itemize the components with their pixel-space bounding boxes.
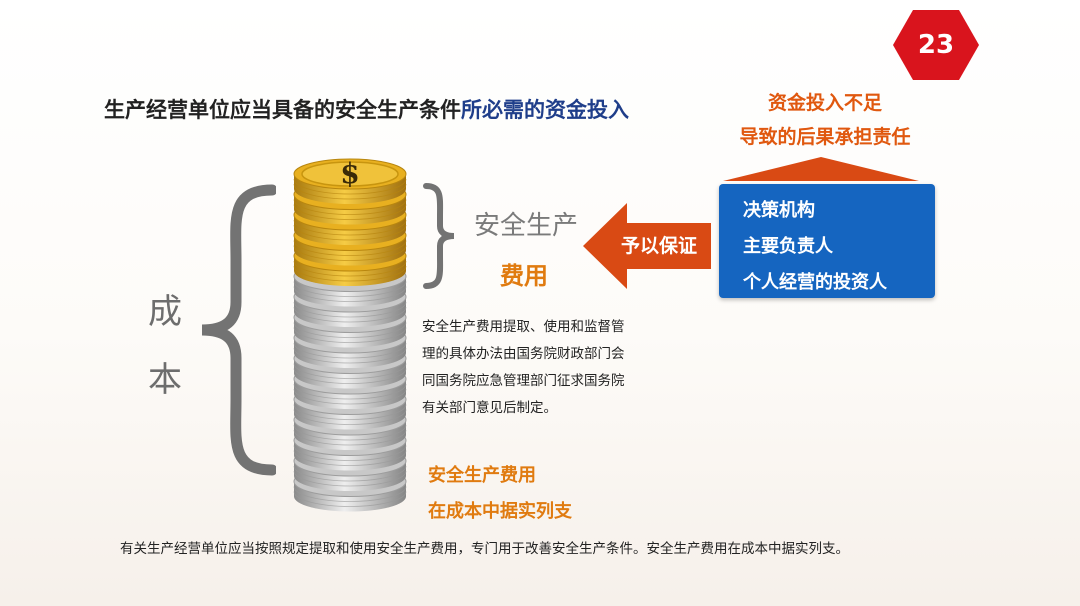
safety-cost-label-fee: 费用 [500, 261, 548, 290]
slide-title: 生产经营单位应当具备的安全生产条件所必需的资金投入 [104, 94, 629, 124]
safety-cost-label: 安全生产 [474, 211, 579, 241]
guarantee-arrow [583, 203, 711, 289]
responsible-party-investor: 个人经营的投资人 [743, 272, 887, 293]
gold-coin [293, 158, 407, 204]
cost-note-line-2: 在成本中据实列支 [428, 501, 572, 522]
consequence-text: 资金投入不足 导致的后果承担责任 [730, 86, 920, 154]
cost-note: 安全生产费用 在成本中据实列支 [428, 458, 572, 530]
cost-label-char-1: 成 [148, 292, 182, 332]
title-part-2: 所必需的资金投入 [461, 97, 629, 122]
description-line-1: 安全生产费用提取、使用和监督管 [422, 319, 625, 335]
page-number-badge: 23 [893, 10, 979, 80]
description-line-2: 理的具体办法由国务院财政部门会 [422, 346, 625, 362]
responsible-party-principal: 主要负责人 [743, 236, 833, 257]
footer-text: 有关生产经营单位应当按照规定提取和使用安全生产费用，专门用于改善安全生产条件。安… [120, 541, 849, 557]
dollar-icon: $ [340, 157, 359, 190]
title-part-1: 生产经营单位应当具备的安全生产条件 [104, 97, 461, 122]
guarantee-arrow-label: 予以保证 [620, 235, 697, 257]
responsible-parties-box: 决策机构 主要负责人 个人经营的投资人 [719, 184, 935, 298]
description-paragraph: 安全生产费用提取、使用和监督管 理的具体办法由国务院财政部门会 同国务院应急管理… [422, 314, 672, 422]
up-triangle-arrow [723, 157, 919, 181]
responsible-party-decision-body: 决策机构 [743, 200, 815, 221]
cost-brace [201, 184, 276, 476]
safety-cost-brace [423, 183, 455, 289]
consequence-line-2: 导致的后果承担责任 [739, 126, 911, 148]
consequence-line-1: 资金投入不足 [767, 92, 882, 114]
cost-note-line-1: 安全生产费用 [428, 465, 536, 486]
hexagon-shape [893, 10, 979, 80]
description-line-4: 有关部门意见后制定。 [422, 400, 557, 416]
cost-label-char-2: 本 [148, 360, 182, 400]
coin-stack: $ [293, 157, 407, 512]
description-line-3: 同国务院应急管理部门征求国务院 [422, 373, 625, 389]
page-number: 23 [917, 30, 955, 60]
